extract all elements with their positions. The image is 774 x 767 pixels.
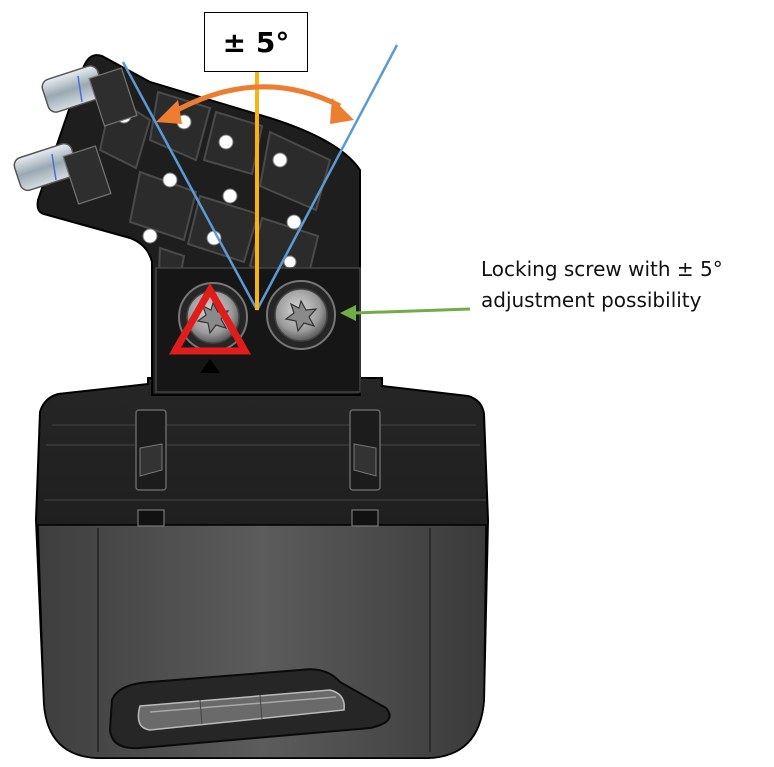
angle-label-box: ± 5° — [204, 12, 308, 72]
range-line-right — [255, 44, 399, 311]
lower-housing — [34, 377, 490, 759]
connector-top — [41, 65, 138, 127]
warning-triangle-icon — [168, 282, 252, 355]
callout-line-1: Locking screw with ± 5° — [481, 257, 723, 281]
connectors — [13, 65, 138, 205]
callout-arrow — [340, 305, 471, 321]
right-latch — [349, 409, 381, 527]
callout-line-2: adjustment possibility — [481, 288, 702, 312]
pointer-triangle-icon — [200, 359, 220, 373]
bottom-handle — [108, 668, 391, 750]
angle-label: ± 5° — [222, 25, 290, 59]
range-line-left — [121, 61, 259, 311]
torx-screw-icon — [266, 280, 336, 350]
left-latch — [135, 409, 167, 527]
connector-bottom — [13, 142, 112, 205]
callout-text: Locking screw with ± 5° adjustment possi… — [481, 254, 771, 316]
swing-arrow — [156, 84, 354, 124]
